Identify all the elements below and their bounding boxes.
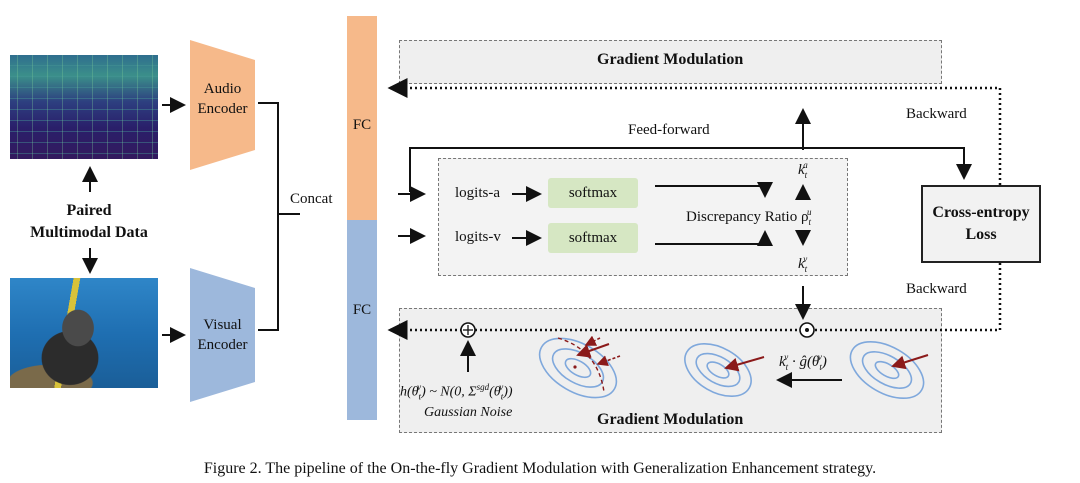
figure-caption: Figure 2. The pipeline of the On-the-fly…	[203, 460, 877, 477]
logits-box	[438, 158, 848, 276]
visual-encoder-shape	[190, 268, 255, 402]
noise-formula-label: h(θtv) ~ N(0, Σsgd(θtv))	[400, 382, 513, 402]
fc-top-bar	[347, 16, 377, 220]
k-v-label: ktv	[798, 254, 808, 274]
discrepancy-ratio-label: Discrepancy Ratio ρtu	[686, 207, 812, 227]
cross-entropy-loss-box: Cross-entropy Loss	[921, 185, 1041, 263]
contour-plot-right	[849, 340, 925, 400]
cross-entropy-label: Cross-entropy Loss	[932, 204, 1030, 243]
gradient-modulation-top-box	[399, 40, 942, 84]
fc-bottom-bar	[347, 220, 377, 420]
gaussian-noise-label: Gaussian Noise	[424, 405, 513, 420]
logits-v-label: logits-v	[455, 229, 501, 245]
concat-bracket	[258, 102, 300, 331]
fc-bottom-label: FC	[352, 302, 372, 318]
contour-plot-middle	[684, 342, 752, 398]
gradient-modulation-bottom-label: Gradient Modulation	[597, 411, 744, 428]
paired-data-label: Paired Multimodal Data	[30, 202, 148, 241]
contour-plot-left	[538, 337, 618, 399]
softmax-v-box: softmax	[548, 223, 638, 253]
concat-label: Concat	[290, 191, 333, 207]
fc-top-label: FC	[352, 117, 372, 133]
audio-encoder-shape	[190, 40, 255, 170]
softmax-a-box: softmax	[548, 178, 638, 208]
audio-encoder-label: Audio Encoder	[197, 81, 248, 117]
backward-top-label: Backward	[906, 106, 967, 122]
kg-formula-label: ktv · ĝ(θtv)	[779, 352, 827, 372]
backward-bottom-label: Backward	[906, 281, 967, 297]
diver-image	[10, 278, 158, 388]
feed-forward-label: Feed-forward	[628, 122, 710, 138]
backward-top-path	[387, 78, 1002, 185]
gradient-modulation-top-label: Gradient Modulation	[597, 51, 744, 68]
backward-bottom-path	[387, 263, 1002, 340]
k-a-label: kta	[798, 160, 808, 180]
visual-encoder-label: Visual Encoder	[197, 317, 248, 353]
logits-a-label: logits-a	[455, 185, 500, 201]
spectrogram-image	[10, 55, 158, 159]
